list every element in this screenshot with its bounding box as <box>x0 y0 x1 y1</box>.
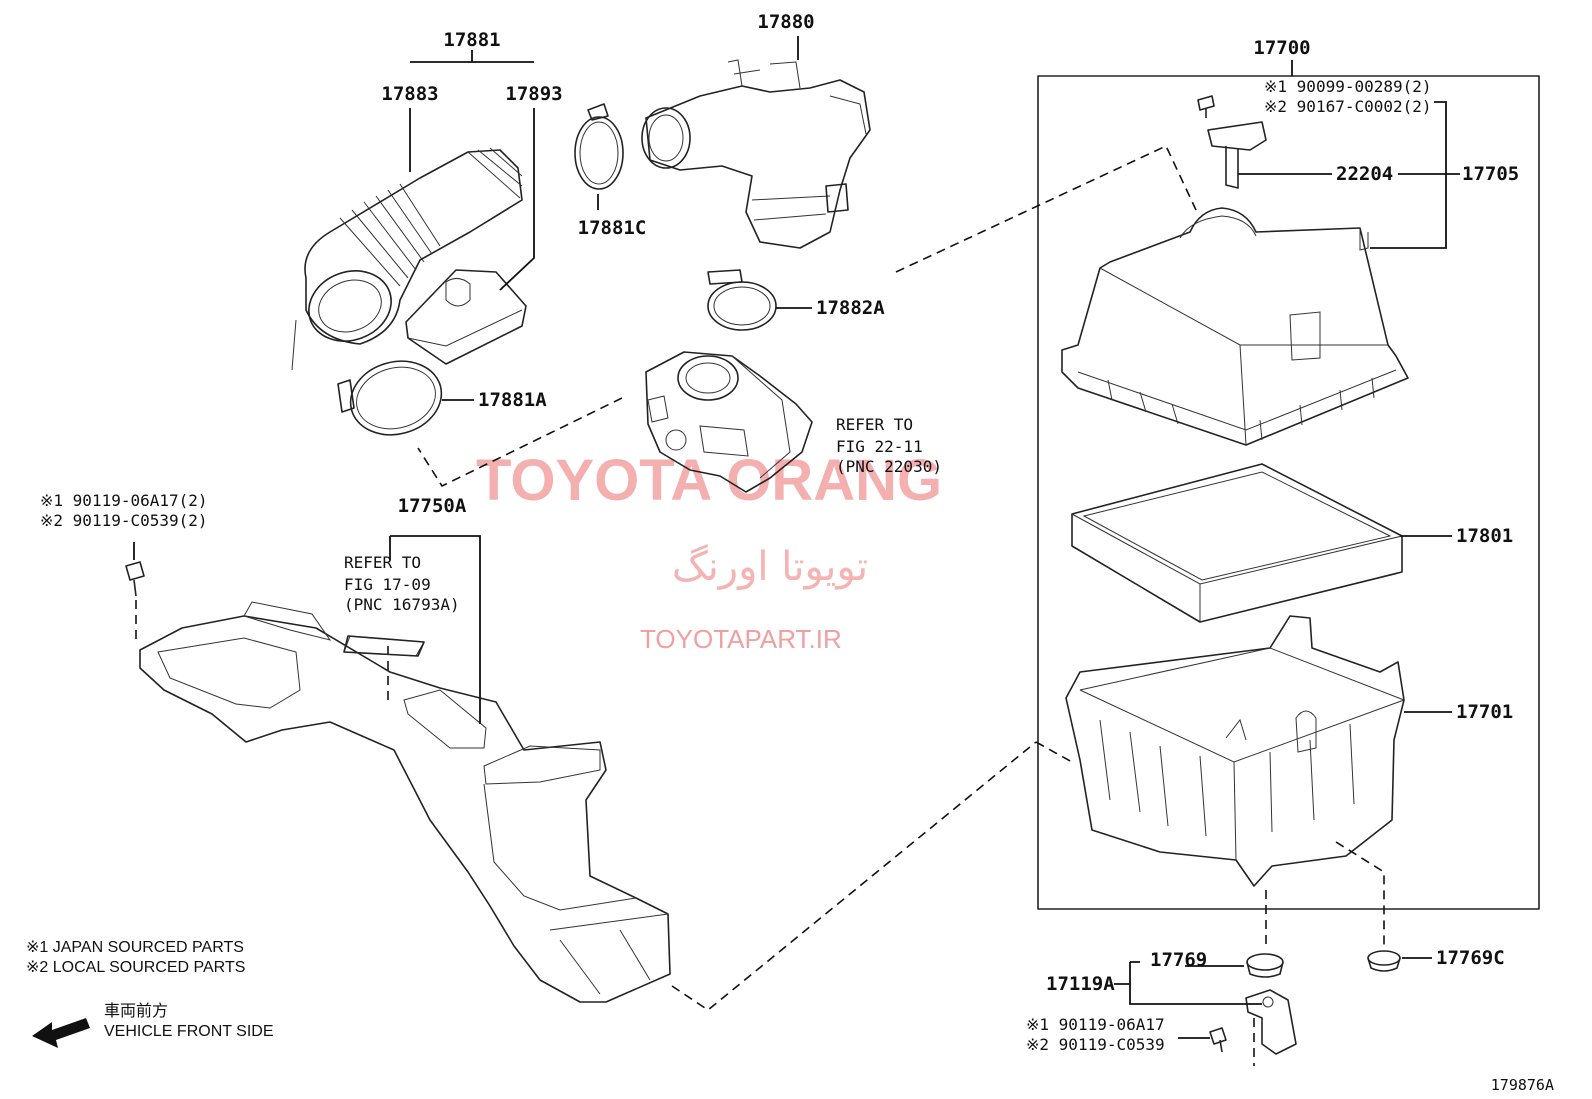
bolt-note-bottom-1: ※1 90119-06A17 <box>1026 1015 1165 1034</box>
bolt-left-drawing <box>125 561 145 597</box>
dashed-connections <box>135 144 1385 1066</box>
air-cleaner-assembly-frame <box>1037 75 1540 910</box>
legend-local: ※2 LOCAL SOURCED PARTS <box>26 959 245 976</box>
air-cleaner-case-drawing <box>1065 615 1405 887</box>
clamp-17881c-drawing <box>574 103 624 190</box>
refer-duct-line3: (PNC 16793A) <box>344 595 460 614</box>
bolt-note-left-2: ※2 90119-C0539(2) <box>40 511 208 530</box>
label-17701: 17701 <box>1456 701 1513 723</box>
bolt-note-left-1: ※1 90119-06A17(2) <box>40 491 208 510</box>
refer-duct-line1: REFER TO <box>344 553 421 572</box>
label-17893: 17893 <box>505 83 562 105</box>
label-17880: 17880 <box>757 11 814 33</box>
label-17881: 17881 <box>443 29 500 51</box>
resonator-17893-drawing <box>405 269 527 365</box>
clamp-17881a-drawing <box>337 360 443 436</box>
bolt-note-top-1: ※1 90099-00289(2) <box>1264 77 1432 96</box>
intake-tube-17880-drawing <box>641 59 871 249</box>
label-17705: 17705 <box>1462 163 1519 185</box>
leader-lines <box>133 36 1460 1039</box>
figure-number: 179876A <box>1491 1076 1554 1094</box>
watermark-persian: تویوتا اورنگ <box>672 544 868 590</box>
refer-throttle-line2: FIG 22-11 <box>836 437 923 456</box>
watermark-brand: TOYOTA ORANG <box>476 448 942 513</box>
refer-throttle-line1: REFER TO <box>836 415 913 434</box>
label-17883: 17883 <box>381 83 438 105</box>
label-22204: 22204 <box>1336 163 1393 185</box>
label-17700: 17700 <box>1253 37 1310 59</box>
label-17750a: 17750A <box>398 495 467 517</box>
label-17881a: 17881A <box>478 389 547 411</box>
clamp-17882a-drawing <box>707 269 777 331</box>
air-duct-drawing <box>139 601 671 1003</box>
air-flow-meter-drawing <box>1197 95 1267 189</box>
bracket-17119a-drawing <box>1209 989 1297 1055</box>
legend-front-en: VEHICLE FRONT SIDE <box>104 1023 274 1040</box>
grommet-17769c-drawing <box>1367 950 1401 972</box>
label-17119a: 17119A <box>1046 973 1115 995</box>
intake-hose-drawing <box>291 147 523 371</box>
refer-throttle-line3: (PNC 22030) <box>836 457 942 476</box>
label-17881c: 17881C <box>578 217 647 239</box>
air-cleaner-cap-drawing <box>1061 207 1409 446</box>
legend-japan: ※1 JAPAN SOURCED PARTS <box>26 939 244 956</box>
bolt-note-bottom-2: ※2 90119-C0539 <box>1026 1035 1165 1054</box>
label-17882a: 17882A <box>816 297 885 319</box>
throttle-body-drawing <box>645 351 813 493</box>
legend-front-jp: 車両前方 <box>104 1002 168 1020</box>
bolt-note-top-2: ※2 90167-C0002(2) <box>1264 97 1432 116</box>
label-17769c: 17769C <box>1436 947 1505 969</box>
label-17801: 17801 <box>1456 525 1513 547</box>
refer-duct-line2: FIG 17-09 <box>344 575 431 594</box>
air-filter-element-drawing <box>1071 463 1403 623</box>
watermark-url: TOYOTAPART.IR <box>640 624 842 654</box>
gasket-ref-drawing <box>343 635 425 657</box>
label-17769: 17769 <box>1150 949 1207 971</box>
front-arrow-icon <box>32 1018 90 1048</box>
grommet-17769-drawing <box>1246 953 1284 978</box>
